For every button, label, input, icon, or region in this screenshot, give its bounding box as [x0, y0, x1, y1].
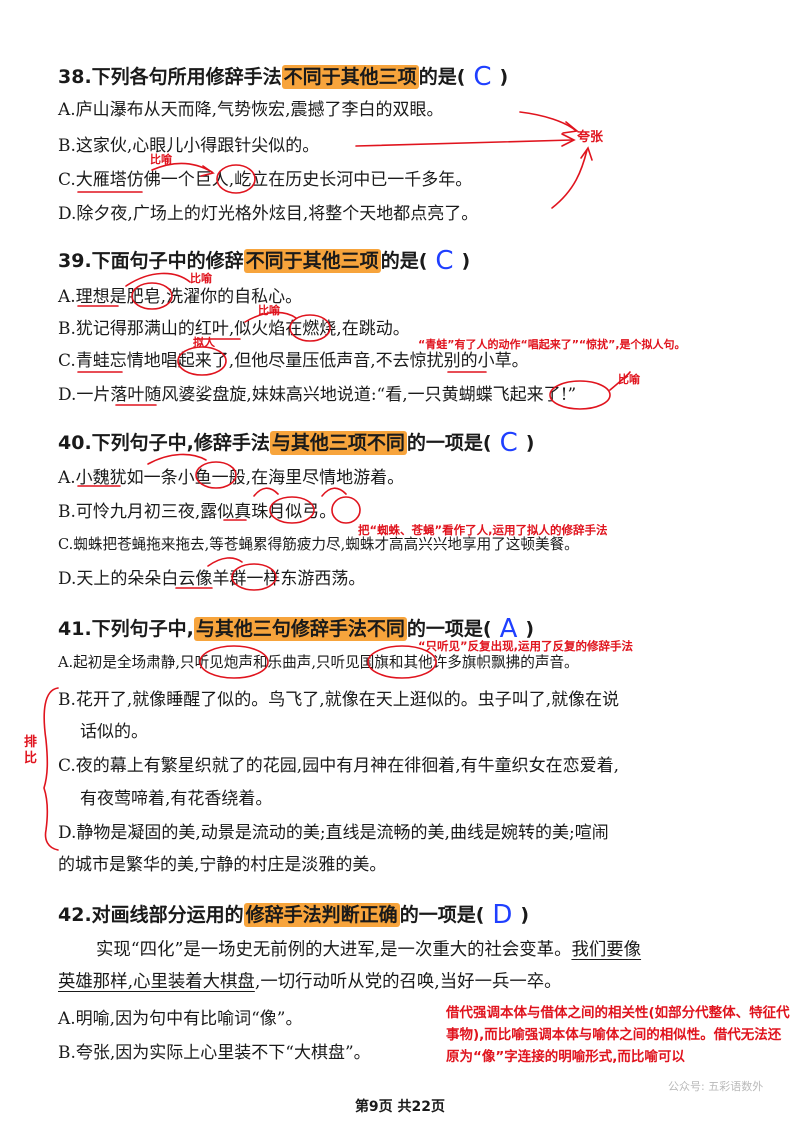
watermark: 公众号: 五彩语数外 — [668, 1080, 764, 1093]
question-38-option-d: D.除夕夜,广场上的灯光格外炫目,将整个天地都点亮了。 — [58, 204, 479, 224]
handwritten-answer: D — [492, 900, 513, 930]
handwritten-answer: A — [499, 614, 518, 644]
arrow-line — [519, 111, 576, 131]
annotation-metaphor: 比喻 — [150, 153, 172, 166]
annotation-exaggeration: 夸张 — [577, 130, 604, 145]
question-40-option-b: B.可怜九月初三夜,露似真珠月似弓。 — [58, 502, 337, 522]
annotation-metaphor: 比喻 — [190, 272, 212, 285]
question-41-option-a: A.起初是全场肃静,只听见炮声和乐曲声,只听见国旗和其他许多旗帜飘拂的声音。 — [58, 654, 579, 671]
question-41-option-b-cont: 话似的。 — [80, 722, 148, 742]
annotation-metonymy-explanation: 借代强调本体与借体之间的相关性(如部分代整体、特征代事物),而比喻强调本体与喻体… — [446, 1005, 790, 1065]
question-39-option-a: A.理想是肥皂,洗濯你的自私心。 — [58, 287, 303, 307]
emphasis-highlight: 与其他三项不同 — [269, 431, 407, 455]
question-41-option-d: D.静物是凝固的美,动景是流动的美;直线是流畅的美,曲线是婉转的美;喧闹 — [58, 823, 609, 843]
page-footer: 第9页 共22页 — [354, 1099, 446, 1115]
annotation-personification: 拟人 — [193, 336, 215, 349]
question-38-option-b: B.这家伙,心眼儿小得跟针尖似的。 — [58, 136, 320, 156]
question-41-option-d-cont: 的城市是繁华的美,宁静的村庄是淡雅的美。 — [58, 855, 387, 875]
handwritten-answer: C — [435, 246, 454, 276]
arrow-line — [355, 139, 573, 147]
annotation-personification-explanation: 把“蜘蛛、苍蝇”看作了人,运用了拟人的修辞手法 — [358, 523, 608, 537]
annotation-parallelism: 排比 — [24, 735, 38, 766]
annotation-metaphor: 比喻 — [618, 373, 640, 386]
question-40-option-a: A.小魏犹如一条小鱼一般,在海里尽情地游着。 — [58, 468, 405, 488]
question-38-option-a: A.庐山瀑布从天而降,气势恢宏,震撼了李白的双眼。 — [58, 100, 444, 120]
emphasis-highlight: 不同于其他三项 — [281, 65, 419, 89]
question-42-title: 42.对画线部分运用的修辞手法判断正确的一项是(D) — [58, 900, 530, 930]
question-41-option-c: C.夜的幕上有繁星织就了的花园,园中有月神在徘徊着,有牛童织女在恋爱着, — [58, 756, 620, 776]
arrow-head — [562, 121, 579, 134]
question-40-title: 40.下列句子中,修辞手法与其他三项不同的一项是(C) — [58, 428, 535, 458]
handwritten-answer: C — [499, 428, 518, 458]
question-38-option-c: C.大雁塔仿佛一个巨人,屹立在历史长河中已一千多年。 — [58, 170, 473, 190]
arrow-head — [580, 146, 593, 161]
underlined-phrase: 我们要像 — [571, 940, 642, 960]
question-39-option-b: B.犹记得那满山的红叶,似火焰在燃烧,在跳动。 — [58, 319, 410, 339]
question-41-option-c-cont: 有夜莺啼着,有花香绕着。 — [80, 789, 273, 809]
annotation-personification-explanation: “青蛙”有了人的动作“唱起来了”“惊扰”,是个拟人句。 — [418, 338, 686, 351]
underlined-phrase: 英雄那样,心里装着大棋盘 — [58, 972, 255, 992]
question-41-option-b: B.花开了,就像睡醒了似的。鸟飞了,就像在天上逛似的。虫子叫了,就像在说 — [58, 690, 620, 710]
question-42-option-b: B.夸张,因为实际上心里装不下“大棋盘”。 — [58, 1043, 371, 1063]
annotation-repetition: “只听见”反复出现,运用了反复的修辞手法 — [418, 639, 633, 653]
question-41-title: 41.下列句子中,与其他三句修辞手法不同的一项是(A) — [58, 614, 535, 644]
arrow-line — [551, 149, 588, 209]
question-38-title: 38.下列各句所用修辞手法不同于其他三项的是(C) — [58, 62, 509, 92]
annotation-metaphor: 比喻 — [258, 304, 280, 317]
question-39-option-c: C.青蛙忘情地唱起来了,但他尽量压低声音,不去惊扰别的小草。 — [58, 351, 529, 371]
question-42-option-a: A.明喻,因为句中有比喻词“像”。 — [58, 1009, 303, 1029]
arrow-head — [561, 133, 576, 147]
bracket-mark — [43, 687, 59, 851]
question-40-option-d: D.天上的朵朵白云像羊群一样东游西荡。 — [58, 569, 366, 589]
question-42-passage-line-2: 英雄那样,心里装着大棋盘,一切行动听从党的召唤,当好一兵一卒。 — [58, 972, 562, 992]
emphasis-highlight: 修辞手法判断正确 — [243, 903, 400, 927]
question-42-passage-line-1: 实现“四化”是一场史无前例的大进军,是一次重大的社会变革。我们要像 — [96, 940, 642, 960]
handwritten-answer: C — [473, 62, 492, 92]
emphasis-highlight: 不同于其他三项 — [243, 249, 381, 273]
emphasis-highlight: 与其他三句修辞手法不同 — [193, 617, 407, 641]
question-39-title: 39.下面句子中的修辞不同于其他三项的是(C) — [58, 246, 471, 276]
question-40-option-c: C.蜘蛛把苍蝇拖来拖去,等苍蝇累得筋疲力尽,蜘蛛才高高兴兴地享用了这顿美餐。 — [58, 536, 579, 553]
question-39-option-d: D.一片落叶随风婆娑盘旋,妹妹高兴地说道:“看,一只黄蝴蝶飞起来了!” — [58, 385, 577, 405]
